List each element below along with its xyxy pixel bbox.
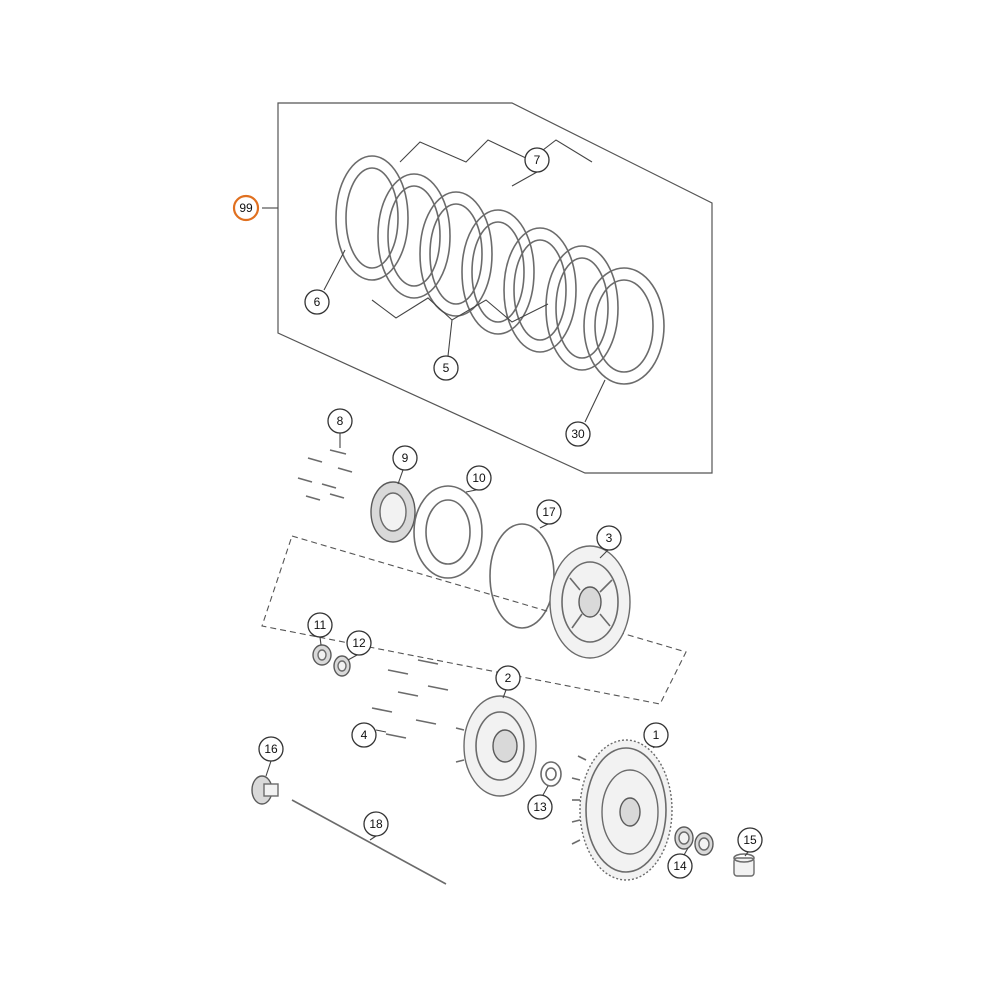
washer-13 xyxy=(540,761,562,787)
callout-3[interactable]: 3 xyxy=(596,525,622,551)
svg-text:7: 7 xyxy=(534,153,541,167)
thrust-washer xyxy=(413,485,483,579)
bushing-pair xyxy=(674,826,714,856)
callout-18[interactable]: 18 xyxy=(363,811,389,837)
callout-99[interactable]: 99 xyxy=(232,194,260,222)
washer-12 xyxy=(333,655,351,677)
callout-15[interactable]: 15 xyxy=(737,827,763,853)
svg-text:5: 5 xyxy=(443,361,450,375)
clutch-disc-stack xyxy=(335,155,665,385)
callout-10[interactable]: 10 xyxy=(466,465,492,491)
svg-text:9: 9 xyxy=(402,451,409,465)
callout-4[interactable]: 4 xyxy=(351,722,377,748)
svg-text:4: 4 xyxy=(361,728,368,742)
callout-1[interactable]: 1 xyxy=(643,722,669,748)
callout-30[interactable]: 30 xyxy=(565,421,591,447)
callout-13[interactable]: 13 xyxy=(527,794,553,820)
bolt-set xyxy=(297,449,353,501)
callout-16[interactable]: 16 xyxy=(258,736,284,762)
svg-text:14: 14 xyxy=(673,859,687,873)
svg-text:8: 8 xyxy=(337,414,344,428)
thrust-bearing xyxy=(370,481,416,543)
svg-text:10: 10 xyxy=(472,471,486,485)
svg-text:11: 11 xyxy=(314,618,327,632)
bearing-sleeve xyxy=(733,853,755,877)
svg-text:1: 1 xyxy=(653,728,660,742)
callout-8[interactable]: 8 xyxy=(327,408,353,434)
inner-clutch-hub xyxy=(455,695,537,797)
callout-7[interactable]: 7 xyxy=(524,147,550,173)
callout-17[interactable]: 17 xyxy=(536,499,562,525)
pressure-plate xyxy=(549,545,631,659)
svg-text:2: 2 xyxy=(505,671,512,685)
callout-11[interactable]: 11 xyxy=(307,612,333,638)
callout-14[interactable]: 14 xyxy=(667,853,693,879)
callout-6[interactable]: 6 xyxy=(304,289,330,315)
pressure-piece xyxy=(251,775,279,805)
callout-9[interactable]: 9 xyxy=(392,445,418,471)
svg-text:13: 13 xyxy=(533,800,547,814)
svg-text:15: 15 xyxy=(743,833,757,847)
callout-2[interactable]: 2 xyxy=(495,665,521,691)
o-ring xyxy=(489,523,555,629)
svg-text:3: 3 xyxy=(606,531,613,545)
svg-text:6: 6 xyxy=(314,295,321,309)
svg-text:99: 99 xyxy=(239,201,253,215)
clutch-kit-frame xyxy=(277,102,713,474)
svg-text:16: 16 xyxy=(264,742,278,756)
callout-12[interactable]: 12 xyxy=(346,630,372,656)
clutch-spring-pins xyxy=(371,659,449,739)
svg-text:30: 30 xyxy=(571,427,585,441)
svg-text:18: 18 xyxy=(369,817,383,831)
bearing-11 xyxy=(312,644,332,666)
callout-5[interactable]: 5 xyxy=(433,355,459,381)
svg-text:17: 17 xyxy=(542,505,556,519)
clutch-basket xyxy=(571,739,673,881)
svg-text:12: 12 xyxy=(352,636,366,650)
push-rod xyxy=(291,799,447,885)
